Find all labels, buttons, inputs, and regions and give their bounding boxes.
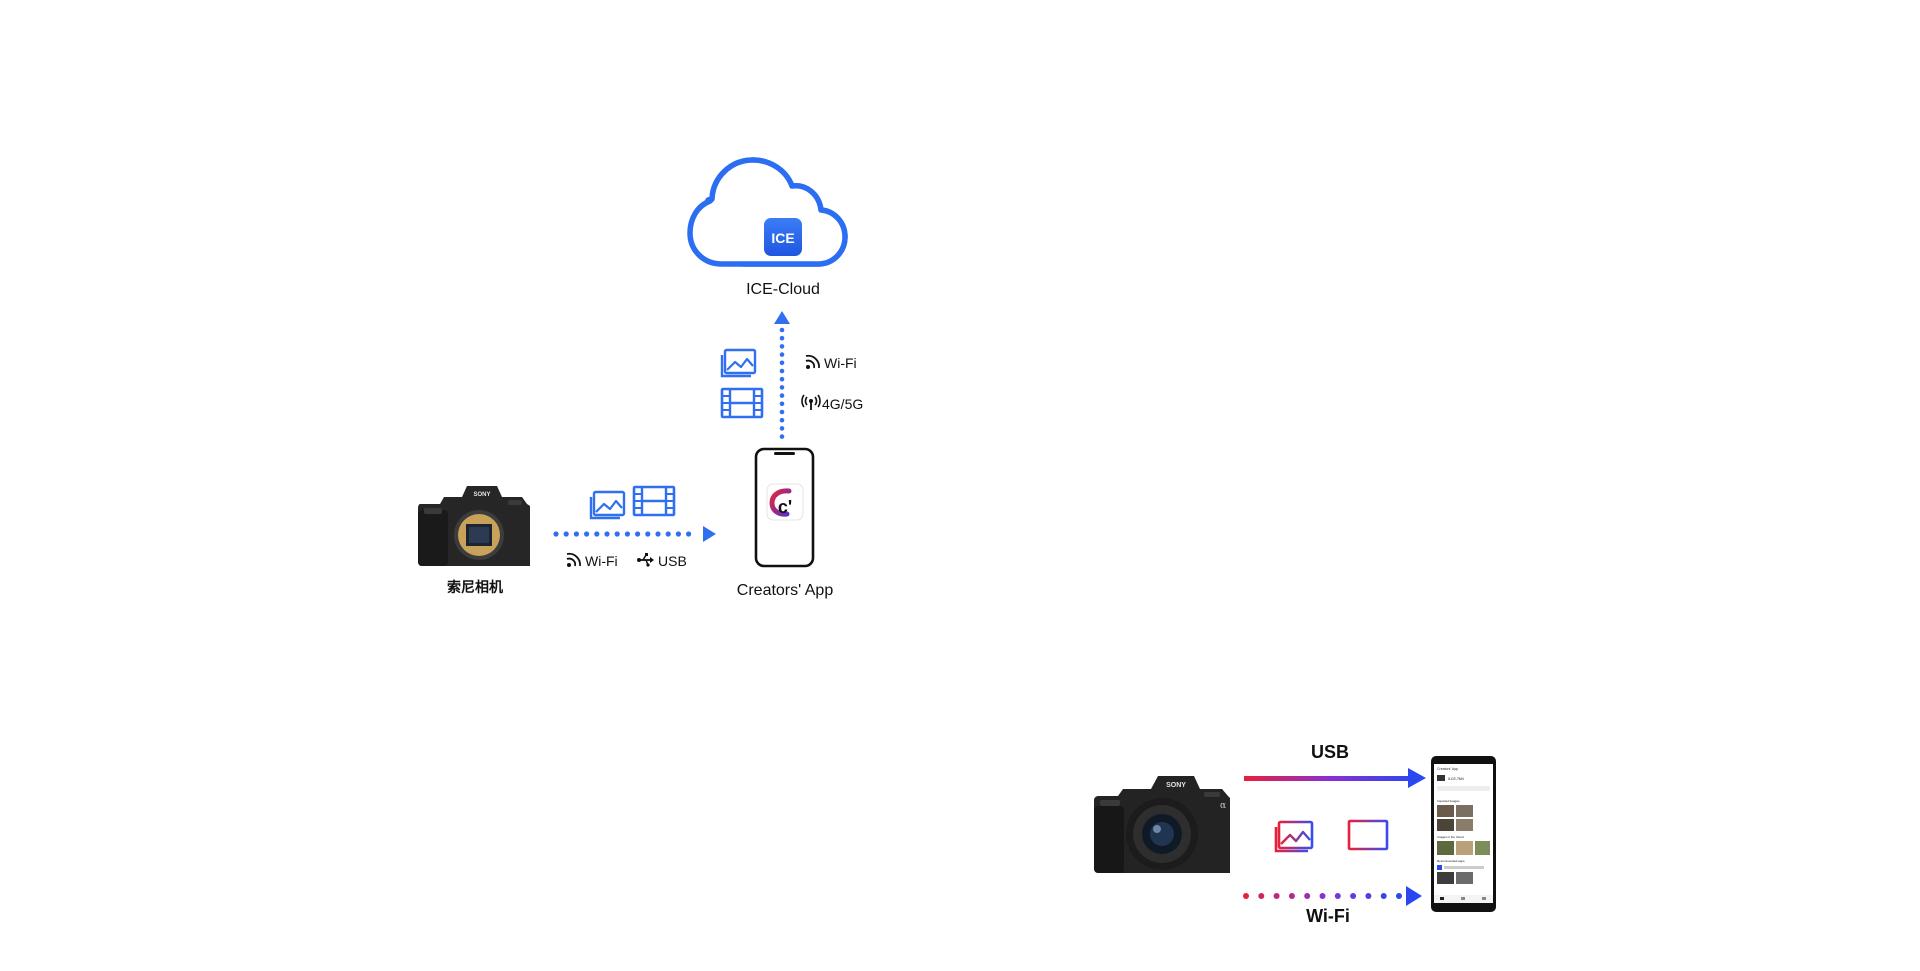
connector-dot <box>1334 893 1341 899</box>
connector-dot <box>553 531 559 537</box>
usb-label: USB <box>1311 742 1349 762</box>
connector-dot <box>665 531 671 537</box>
usb-icon <box>637 553 654 567</box>
connector-dot <box>779 385 785 390</box>
arrow-head-up <box>774 311 790 324</box>
screen-section-2: Images in the Cloud <box>1437 835 1464 839</box>
cellular-antenna-icon <box>801 394 821 410</box>
camera-to-cloud-diagram: ICE ICE-Cloud <box>418 157 863 599</box>
connector-dot <box>779 409 785 415</box>
camera-brand: SONY <box>1166 782 1186 789</box>
connector-dot <box>1304 893 1311 899</box>
ice-badge-text: ICE <box>771 230 794 246</box>
image-icon <box>720 348 757 378</box>
connector-dot <box>1396 893 1402 899</box>
svg-text:α: α <box>1220 801 1226 811</box>
connector-dot <box>1350 893 1357 899</box>
side-usb-label: USB <box>658 553 687 569</box>
image-icon <box>1274 820 1314 853</box>
usb-transfer-arrow <box>1244 768 1426 788</box>
creators-app-logo <box>769 488 792 517</box>
connector-dot <box>655 531 661 537</box>
cloud-label: ICE-Cloud <box>746 281 820 298</box>
camera-icon: SONY <box>418 486 530 566</box>
film-icon <box>720 387 764 419</box>
connector-dot <box>1273 893 1280 899</box>
connector-dot <box>779 426 785 431</box>
connector-dot <box>584 531 590 537</box>
camera-to-phone-diagram: SONY α USB <box>1094 742 1496 926</box>
wifi-transfer-arrow <box>1243 886 1422 906</box>
connector-dot <box>779 401 785 407</box>
connector-dot <box>779 335 785 341</box>
connector-dot <box>635 531 641 537</box>
connector-dot <box>686 531 692 537</box>
image-icon <box>589 490 626 520</box>
smartphone-icon: c' <box>754 447 815 568</box>
phone-label: Creators' App <box>737 582 834 599</box>
wifi-label: Wi-Fi <box>1306 906 1350 926</box>
upload-wifi-label: Wi-Fi <box>824 355 857 371</box>
connector-dot <box>675 531 682 537</box>
connector-dot <box>779 344 785 349</box>
connector-dot <box>779 417 785 423</box>
connector-dot <box>1288 893 1295 899</box>
smartphone-icon: Creators' App ILCE-7M4 Imported Images I… <box>1431 756 1496 912</box>
upload-arrow <box>774 311 790 439</box>
connector-dot <box>779 376 785 382</box>
connector-dot <box>779 393 785 398</box>
camera-icon: SONY α <box>1094 776 1230 873</box>
wifi-icon <box>805 354 820 369</box>
screen-header: Creators' App <box>1437 767 1458 771</box>
connector-dot <box>779 352 785 357</box>
connector-dot <box>779 327 785 333</box>
connector-dot <box>563 531 569 537</box>
connector-dot <box>1380 893 1387 899</box>
screen-device: ILCE-7M4 <box>1448 777 1464 781</box>
connector-dot <box>1243 893 1249 899</box>
ice-badge <box>764 218 802 256</box>
connector-dot <box>594 531 600 537</box>
connector-dot <box>604 531 610 537</box>
cloud-outline <box>687 157 848 267</box>
connector-dot <box>1319 893 1326 899</box>
connector-dot <box>614 531 620 537</box>
upload-cellular-label: 4G/5G <box>822 396 863 412</box>
connector-dot <box>1365 893 1372 899</box>
connector-dot <box>779 368 785 374</box>
side-wifi-label: Wi-Fi <box>585 553 618 569</box>
screen-section-1: Imported Images <box>1437 799 1460 803</box>
wifi-icon <box>566 552 581 567</box>
svg-text:SONY: SONY <box>473 492 490 498</box>
connector-dot <box>624 531 631 537</box>
creators-app-glyph: c' <box>778 497 792 517</box>
film-icon <box>632 485 676 517</box>
connector-dot <box>573 531 580 537</box>
screen-section-3: Recommended apps <box>1437 859 1465 863</box>
connector-dot <box>779 360 785 366</box>
ice-cloud-node: ICE ICE-Cloud <box>687 157 848 298</box>
connector-dot <box>779 434 785 439</box>
arrow-head-right <box>703 526 716 542</box>
film-icon <box>1347 819 1389 851</box>
connector-dot <box>645 531 651 537</box>
connector-dot <box>1258 893 1265 899</box>
camera-label: 索尼相机 <box>447 579 503 595</box>
camera-to-phone-arrow <box>553 526 716 542</box>
